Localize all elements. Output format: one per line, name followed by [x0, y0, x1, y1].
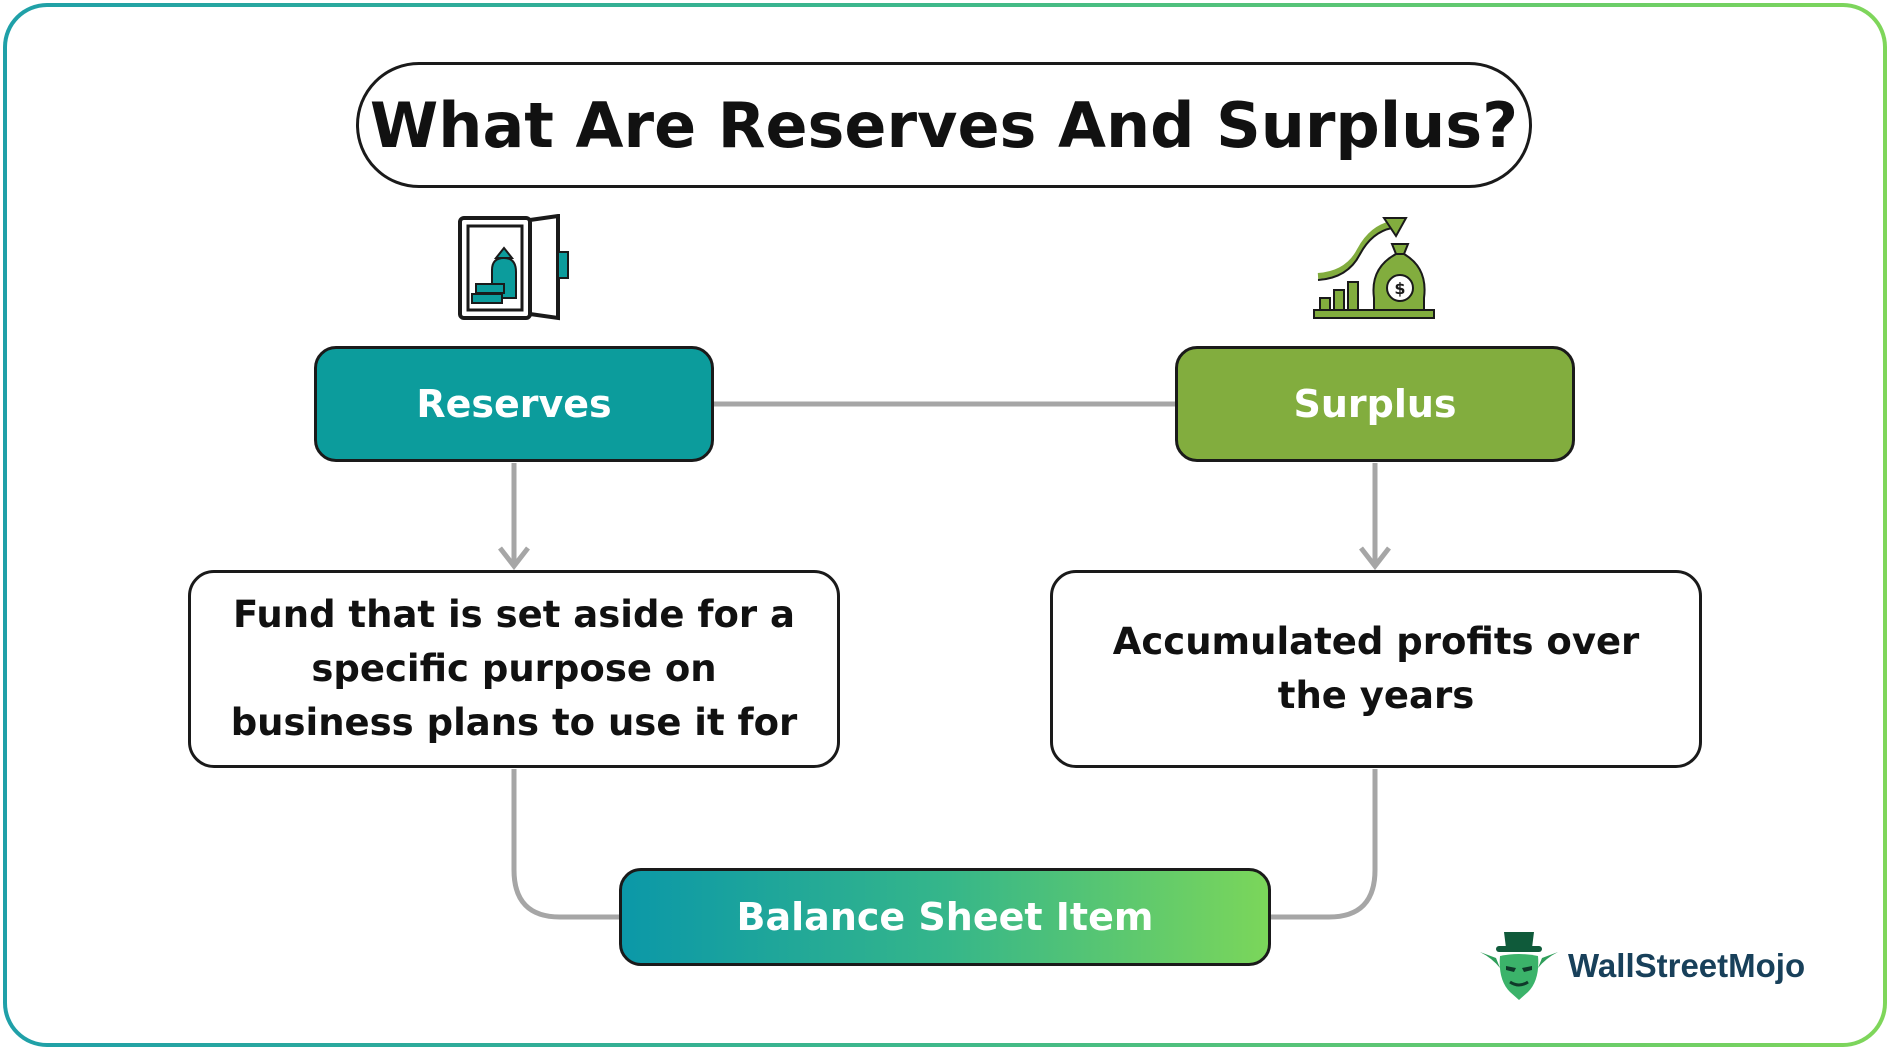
money-bag-growth-chart-icon: $ — [1313, 217, 1435, 319]
svg-text:$: $ — [1394, 279, 1405, 298]
page-title: What Are Reserves And Surplus? — [356, 62, 1532, 188]
surplus-header: Surplus — [1175, 346, 1575, 462]
brand-name: WallStreetMojo — [1568, 947, 1806, 984]
surplus-description: Accumulated profits over the years — [1050, 570, 1702, 768]
reserves-header: Reserves — [314, 346, 714, 462]
brand-logo: WallStreetMojo — [1478, 928, 1805, 1004]
arrowhead-surplus — [1359, 546, 1391, 571]
wallstreetmojo-logo-icon — [1480, 932, 1558, 1000]
connector-surplus-balance — [1271, 769, 1378, 920]
balance-sheet-item: Balance Sheet Item — [619, 868, 1271, 966]
connector-reserves-balance — [511, 769, 619, 920]
reserves-description: Fund that is set aside for a specific pu… — [188, 570, 840, 768]
safe-with-money-bag-icon — [458, 214, 569, 321]
arrowhead-reserves — [498, 546, 530, 571]
